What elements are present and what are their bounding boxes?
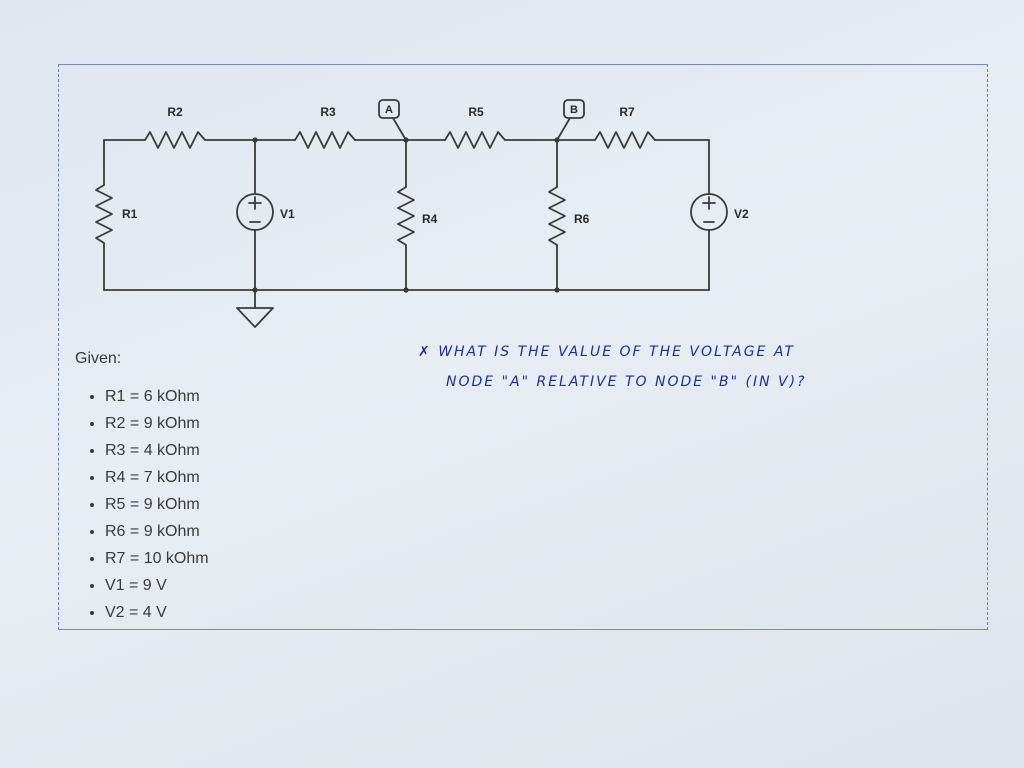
label-node-a: A (385, 104, 393, 116)
given-list: R1 = 6 kOhm R2 = 9 kOhm R3 = 4 kOhm R4 = 7 … (75, 388, 209, 623)
junction-dot (403, 287, 409, 293)
given-item: V1 = 9 V (105, 577, 209, 596)
label-r5: R5 (468, 105, 484, 119)
resistor-r4-symbol (397, 186, 415, 246)
given-item: R1 = 6 kOhm (105, 388, 209, 407)
resistor-r3-symbol (294, 131, 356, 149)
given-item: V2 = 4 V (105, 604, 209, 623)
question-text-1: What is the value of the voltage at (438, 344, 795, 360)
node-b-box (563, 99, 585, 119)
resistor-r6-symbol (548, 186, 566, 246)
label-r2: R2 (167, 105, 183, 119)
resistor-r5-symbol (444, 131, 506, 149)
node-a-box (378, 99, 400, 119)
junction-dot (252, 287, 258, 293)
resistor-r2-symbol (144, 131, 206, 149)
label-v2: V2 (734, 207, 749, 221)
label-node-b: B (570, 104, 578, 116)
given-section: Given: R1 = 6 kOhm R2 = 9 kOhm R3 = 4 kOhm… (75, 350, 209, 631)
given-item: R6 = 9 kOhm (105, 523, 209, 542)
node-b-pointer (556, 117, 571, 141)
given-item: R7 = 10 kOhm (105, 550, 209, 569)
v2-plus-mark (702, 196, 716, 210)
label-r7: R7 (619, 105, 635, 119)
given-item: R3 = 4 kOhm (105, 442, 209, 461)
worksheet-frame (58, 64, 988, 630)
junction-dot (554, 137, 560, 143)
question-line-1: ✗ What is the value of the voltage at (418, 344, 795, 360)
junction-dot (252, 137, 258, 143)
resistor-r7-symbol (594, 131, 656, 149)
node-a-pointer (392, 117, 407, 141)
label-r1: R1 (122, 207, 138, 221)
v1-plus-mark (248, 196, 262, 210)
given-item: R5 = 9 kOhm (105, 496, 209, 515)
resistor-r1-symbol (95, 184, 113, 244)
question-line-2: node "A" relative to Node "B" (in V)? (446, 374, 807, 390)
handwritten-question: ✗ What is the value of the voltage at no… (418, 344, 938, 390)
junction-dot (403, 137, 409, 143)
label-r3: R3 (320, 105, 336, 119)
junction-dot (554, 287, 560, 293)
ground-symbol (236, 307, 274, 328)
label-r4: R4 (422, 212, 438, 226)
label-v1: V1 (280, 207, 295, 221)
given-item: R4 = 7 kOhm (105, 469, 209, 488)
given-item: R2 = 9 kOhm (105, 415, 209, 434)
given-title: Given: (75, 350, 122, 367)
label-r6: R6 (574, 212, 590, 226)
